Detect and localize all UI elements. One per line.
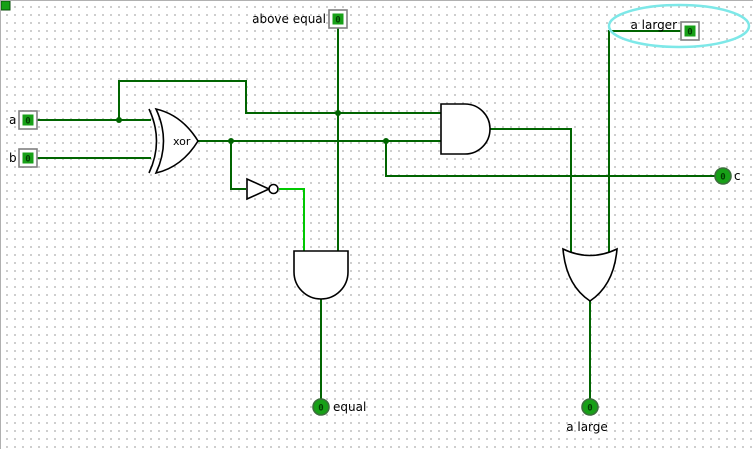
pin-a-value: 0 <box>25 117 30 127</box>
pin-c-circle <box>714 167 732 185</box>
pin-equal-value: 0 <box>318 404 323 414</box>
pin-b-label: b <box>9 151 17 165</box>
pin-equal-circle <box>312 398 330 416</box>
not-gate-body <box>246 177 271 201</box>
wire-not-output <box>279 188 305 251</box>
xor-gate-body <box>154 107 199 175</box>
pin-above-equal-label: above equal <box>252 12 326 26</box>
xor-gate-label: xor <box>173 135 191 148</box>
not-gate-bubble <box>268 183 279 195</box>
pin-a-larger-value: 0 <box>687 28 692 38</box>
pin-a-larger-label: a larger <box>630 18 677 32</box>
pin-a[interactable]: 0 <box>18 110 38 130</box>
or-gate[interactable] <box>562 247 618 302</box>
pin-above-equal-value: 0 <box>335 16 340 26</box>
pin-c[interactable]: 0 <box>714 167 732 185</box>
xor-gate-back-arc <box>148 108 158 174</box>
pin-a-large-label: a large <box>566 420 608 434</box>
junction-dot <box>228 138 234 144</box>
pin-a-large-value: 0 <box>587 404 592 414</box>
not-gate[interactable] <box>246 177 279 201</box>
pin-b[interactable]: 0 <box>18 148 38 168</box>
pin-a-larger[interactable]: 0 <box>680 21 700 41</box>
and-gate-top[interactable] <box>440 103 491 155</box>
pin-above-equal[interactable]: 0 <box>328 9 348 29</box>
wire-a-branch <box>118 80 441 120</box>
pin-a-larger-value-box <box>684 25 696 37</box>
pin-a-large-circle <box>581 398 599 416</box>
wire-a-larger <box>608 30 681 253</box>
and-gate-top-body <box>440 103 491 155</box>
pin-c-value: 0 <box>720 173 725 183</box>
pin-a-label: a <box>9 113 16 127</box>
origin-marker <box>1 1 11 11</box>
junction-dot <box>383 138 389 144</box>
wire-not-input <box>230 141 246 190</box>
pin-b-value: 0 <box>25 155 30 165</box>
pin-equal[interactable]: 0 <box>312 398 330 416</box>
pin-a-value-box <box>22 114 34 126</box>
or-gate-body <box>562 247 618 302</box>
and-gate-bottom-body <box>293 250 349 300</box>
highlight-ellipse <box>607 3 751 49</box>
junction-dot <box>116 117 122 123</box>
pin-c-label: c <box>734 169 741 183</box>
pin-equal-label: equal <box>333 400 366 414</box>
pin-above-equal-value-box <box>332 13 344 25</box>
wire-c <box>385 141 715 177</box>
pin-a-large[interactable]: 0 <box>581 398 599 416</box>
junction-dot <box>335 110 341 116</box>
xor-gate[interactable]: xor <box>148 107 199 175</box>
pin-b-value-box <box>22 152 34 164</box>
wire-and-output <box>490 128 572 253</box>
and-gate-bottom[interactable] <box>293 250 349 300</box>
